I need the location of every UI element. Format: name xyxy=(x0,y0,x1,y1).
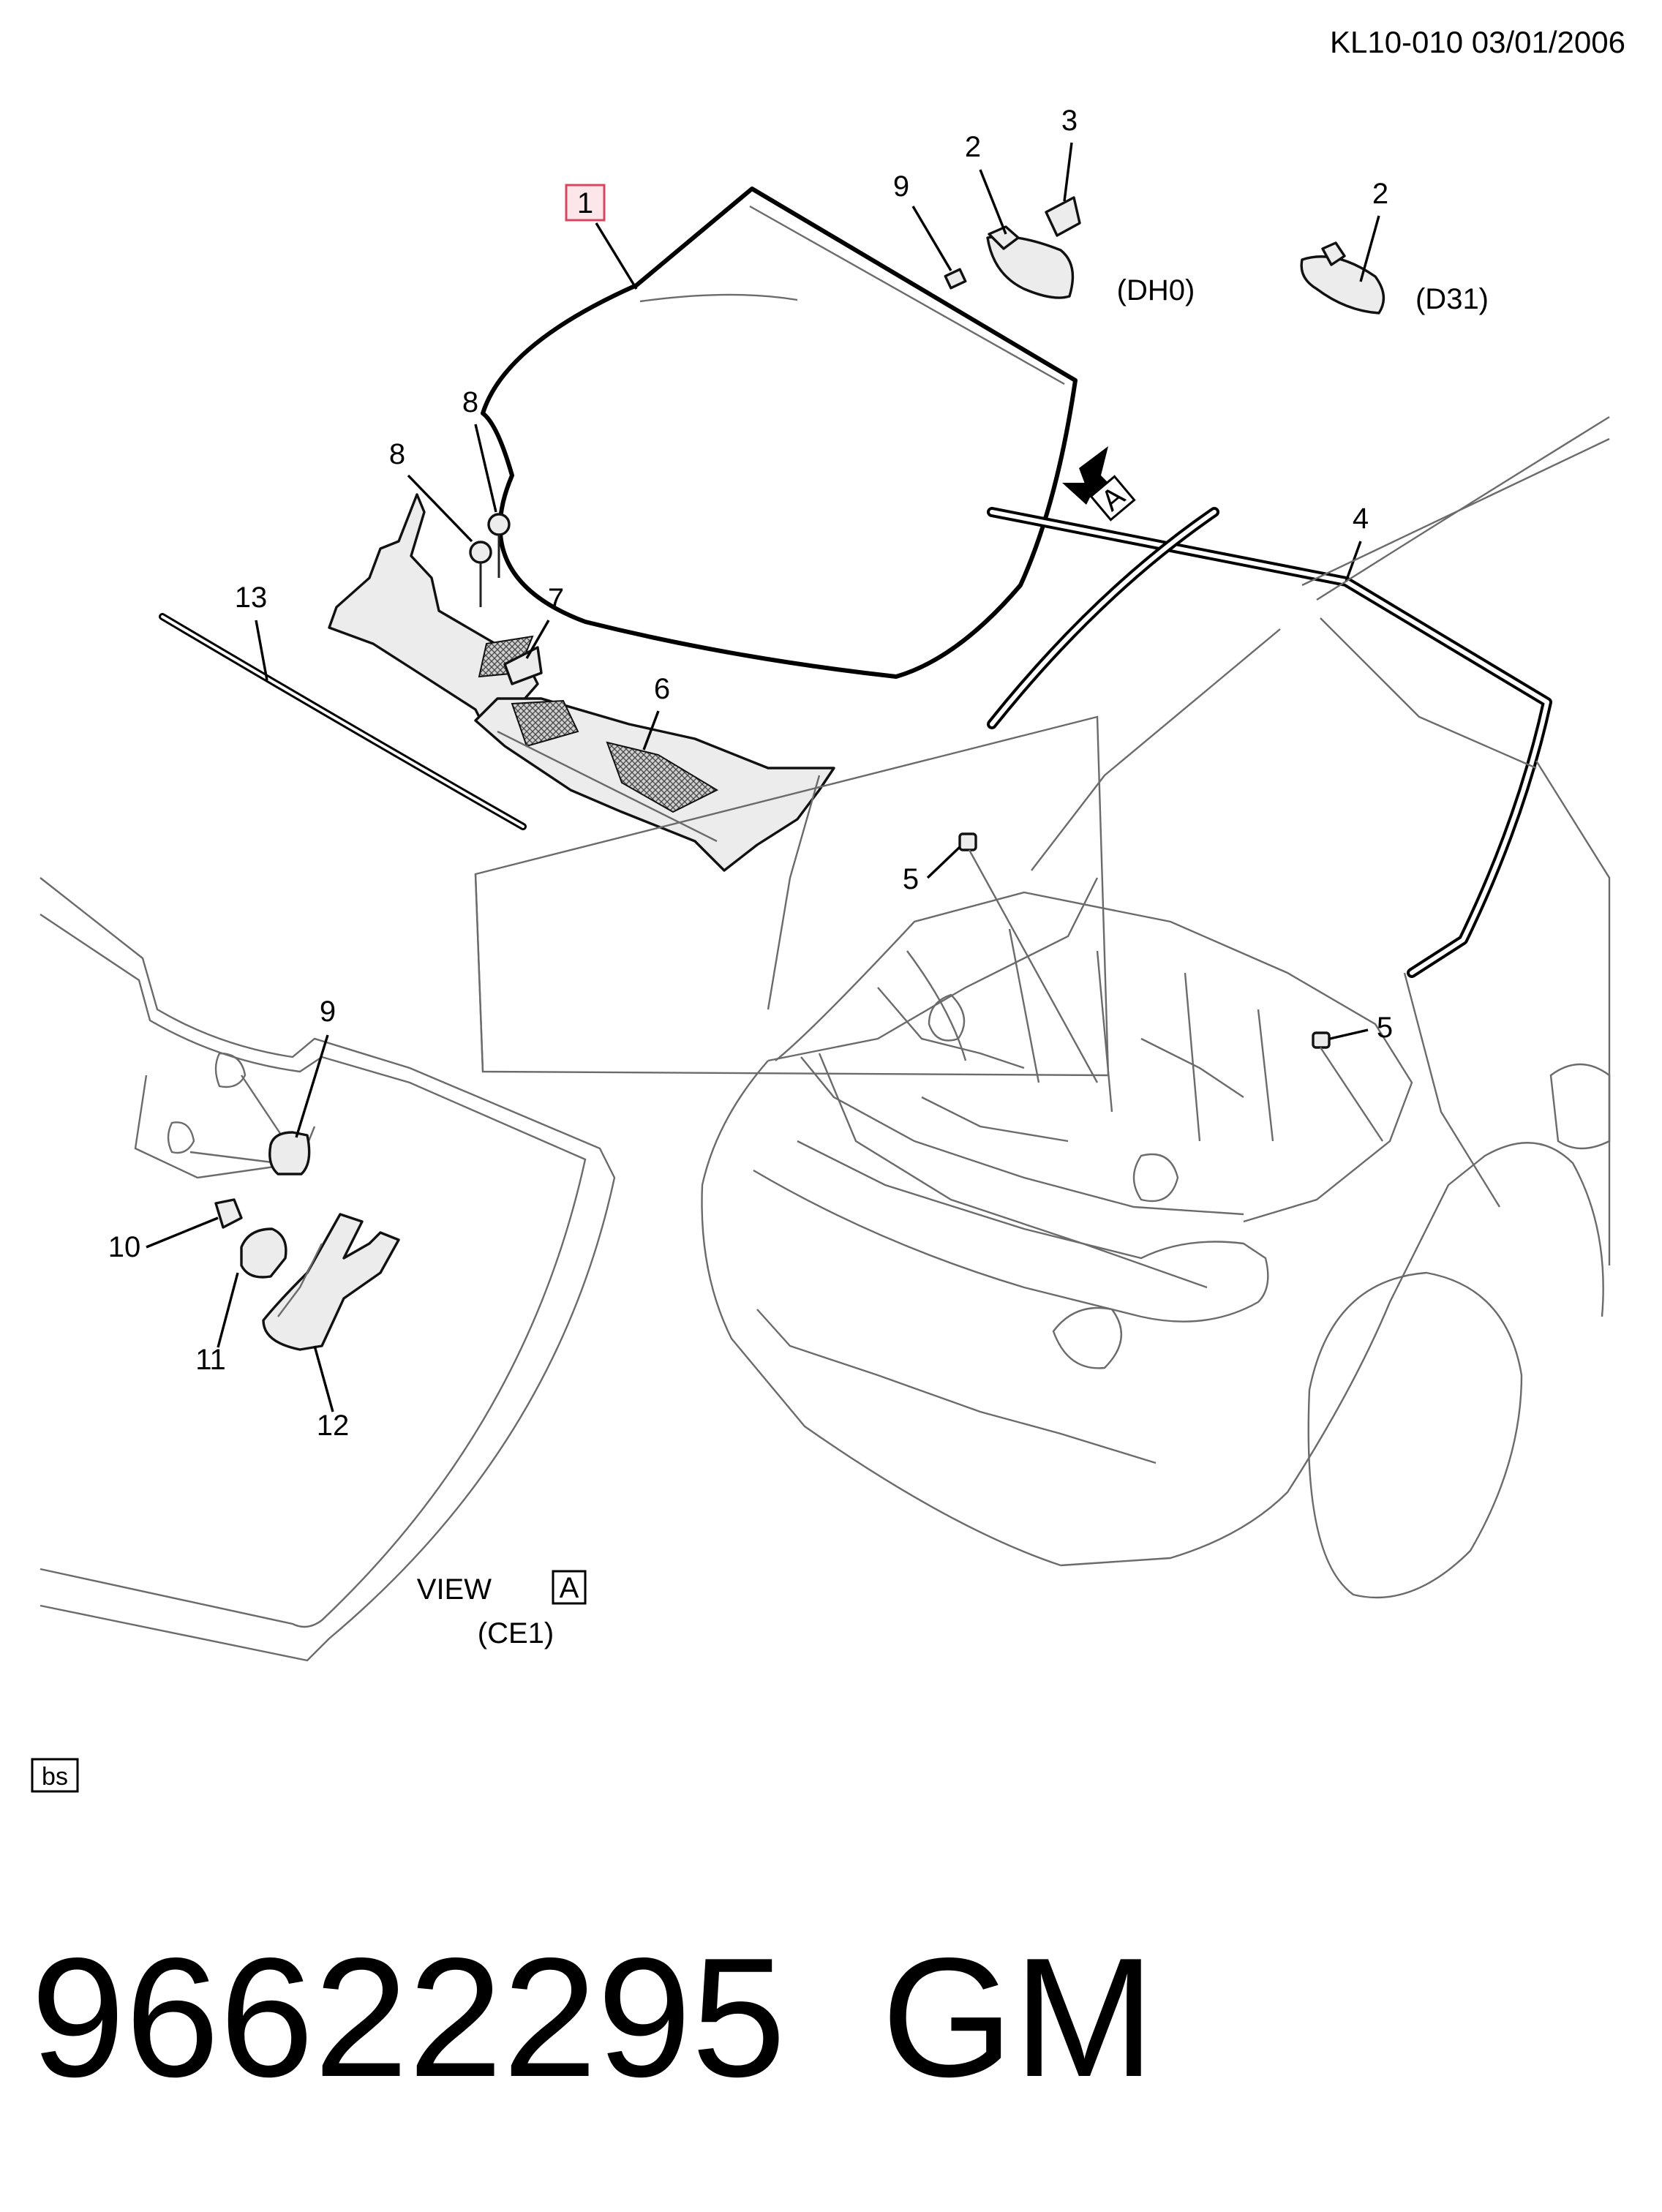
leader-13 xyxy=(255,620,268,681)
leader-11 xyxy=(217,1272,239,1348)
windshield-weatherstrip xyxy=(987,507,1552,978)
hood-clip-upper xyxy=(958,832,977,851)
callout-4: 4 xyxy=(1353,503,1369,535)
leader-9-top xyxy=(911,206,952,271)
cowl-seal xyxy=(503,646,543,685)
leader-3 xyxy=(1063,142,1073,202)
callout-1: 1 xyxy=(577,187,593,219)
callout-13: 13 xyxy=(235,582,268,614)
callout-7: 7 xyxy=(548,583,564,615)
rearview-mirror-d31 xyxy=(1300,241,1385,315)
callout-5-upper: 5 xyxy=(903,863,919,895)
weatherstrip-left-end xyxy=(987,507,1219,729)
part-number: 96622295 xyxy=(31,1923,786,2113)
callout-1-highlight xyxy=(565,184,606,222)
windshield-glass xyxy=(481,187,1078,679)
leader-7 xyxy=(525,620,550,659)
view-label-box xyxy=(552,1570,587,1605)
callout-2-d31: 2 xyxy=(1372,178,1388,210)
leader-8-upper xyxy=(474,424,497,513)
bs-stamp: bs xyxy=(42,1763,68,1791)
rearview-mirror-dh0 xyxy=(944,196,1081,299)
leader-8-lower xyxy=(407,474,473,543)
cowl-vent-panel xyxy=(328,493,835,872)
leader-9-detail xyxy=(295,1034,329,1138)
option-ce1: (CE1) xyxy=(478,1617,554,1649)
callout-12: 12 xyxy=(317,1410,350,1442)
leader-5-lower xyxy=(1329,1028,1369,1040)
brand-name: GM xyxy=(881,1923,1155,2113)
rain-sensor-module xyxy=(214,1198,243,1229)
leader-2-d31 xyxy=(1359,215,1380,282)
vehicle-illustration xyxy=(701,415,1611,1599)
view-label-word: VIEW xyxy=(417,1573,492,1606)
view-a-arrow xyxy=(1062,446,1136,522)
leader-2-dh0 xyxy=(979,169,1007,235)
callout-9-detail: 9 xyxy=(320,996,336,1028)
callout-2-dh0: 2 xyxy=(965,131,981,163)
leader-10 xyxy=(146,1216,219,1249)
view-label-letter: A xyxy=(560,1572,579,1604)
hood-clip-lower xyxy=(1312,1031,1331,1049)
windshield-molding-strip xyxy=(159,613,527,830)
callout-11: 11 xyxy=(195,1344,226,1376)
push-clip-fasteners xyxy=(469,513,511,607)
leader-12 xyxy=(313,1345,334,1412)
callout-10: 10 xyxy=(108,1231,141,1263)
sensor-cover xyxy=(240,1227,287,1279)
bs-stamp-box xyxy=(31,1758,79,1793)
callout-9-top: 9 xyxy=(893,170,909,203)
callout-5-lower: 5 xyxy=(1377,1012,1393,1044)
option-d31: (D31) xyxy=(1415,283,1489,315)
mirror-base-cover xyxy=(262,1213,400,1351)
sensor-bracket xyxy=(268,1131,311,1175)
callout-8-lower: 8 xyxy=(389,438,405,470)
leader-1 xyxy=(595,222,638,290)
leader-5-upper xyxy=(926,846,961,879)
leader-6 xyxy=(642,710,660,750)
drawing-reference: KL10-010 03/01/2006 xyxy=(1330,25,1625,59)
callout-6: 6 xyxy=(654,673,670,705)
callout-3: 3 xyxy=(1061,105,1078,137)
option-dh0: (DH0) xyxy=(1117,274,1195,306)
callout-8-upper: 8 xyxy=(462,386,478,418)
